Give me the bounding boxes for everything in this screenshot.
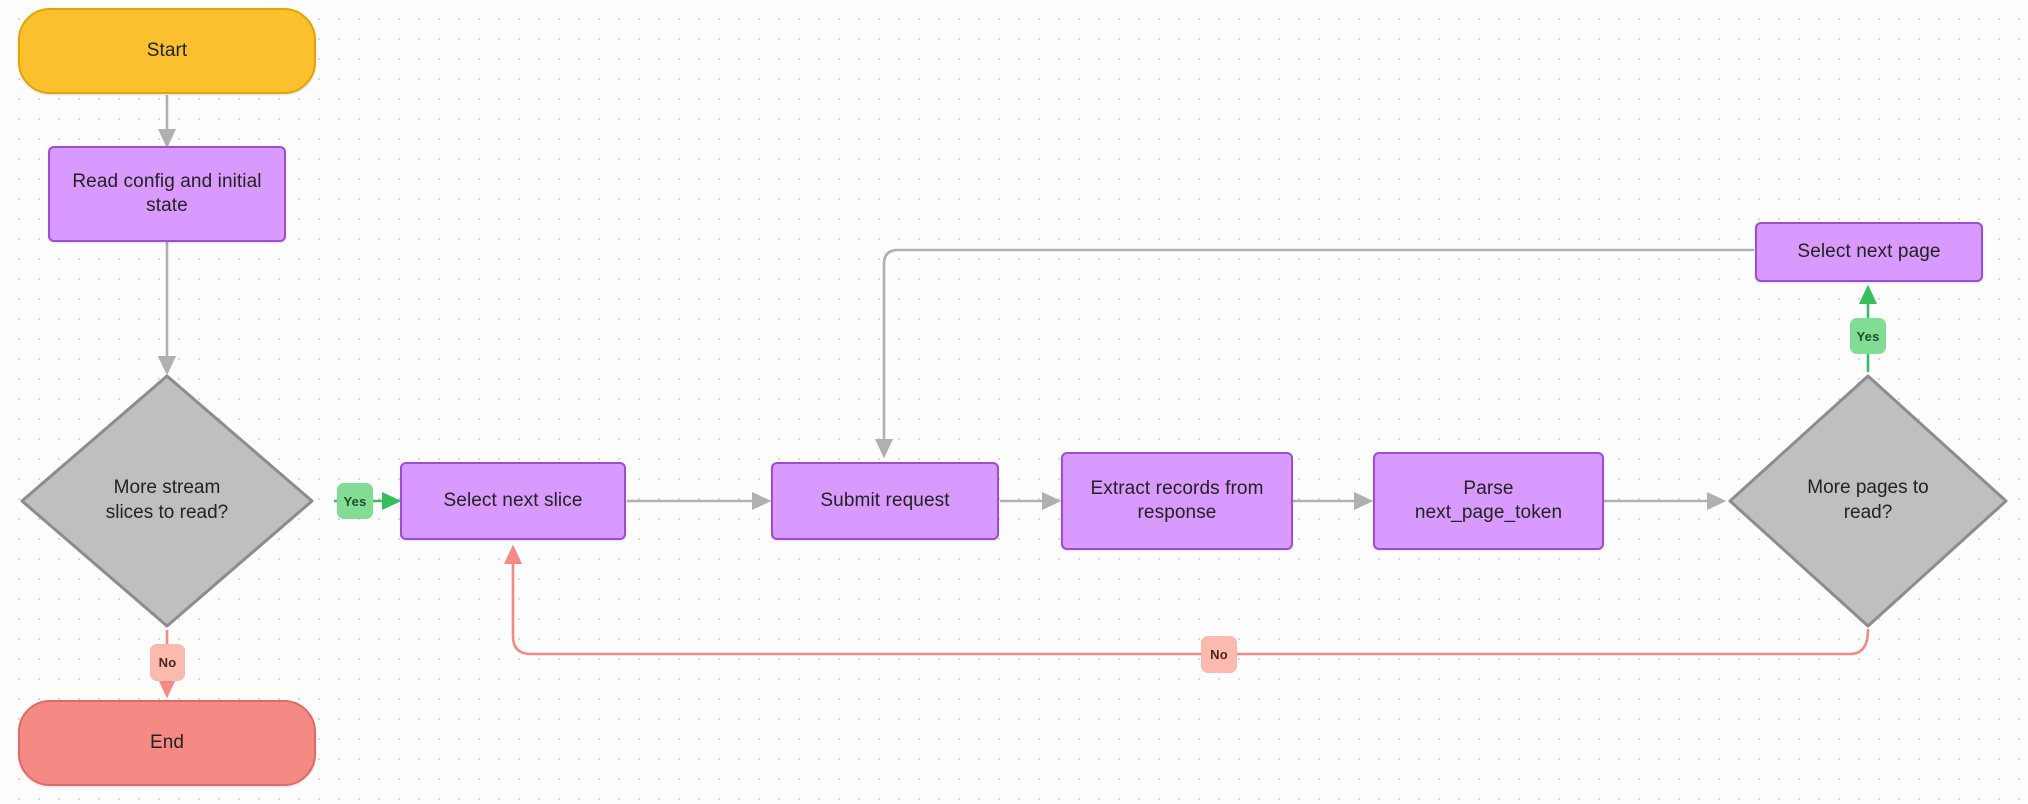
- node-parse-next-page-token[interactable]: Parse next_page_token: [1373, 452, 1604, 550]
- edge-label-no-loop-text: No: [1210, 647, 1228, 662]
- extract-records-line-2: response: [1137, 502, 1217, 523]
- more-stream-slices-diamond-shape: [20, 374, 314, 628]
- node-select-next-slice-label: Select next slice: [443, 490, 583, 512]
- node-parse-next-page-token-label: Parse next_page_token: [1415, 477, 1562, 525]
- edge-label-yes-pages: Yes: [1850, 318, 1886, 354]
- node-extract-records[interactable]: Extract records from response: [1061, 452, 1293, 550]
- edge-label-no-end-text: No: [158, 655, 177, 670]
- node-end-label: End: [149, 732, 185, 754]
- node-read-config-line-2: state: [146, 195, 188, 216]
- node-submit-request-label: Submit request: [820, 490, 950, 512]
- node-read-config[interactable]: Read config and initial state: [48, 146, 286, 242]
- edge-label-no-loop: No: [1201, 636, 1237, 673]
- node-end[interactable]: End: [18, 700, 316, 786]
- more-pages-diamond-shape: [1728, 374, 2008, 628]
- extract-records-line-1: Extract records from: [1090, 478, 1264, 500]
- parse-token-line-2: next_page_token: [1414, 502, 1563, 523]
- edge-more-pages-no: [503, 544, 1870, 656]
- parse-token-line-1: Parse: [1463, 478, 1514, 500]
- node-more-stream-slices[interactable]: More stream slices to read?: [18, 372, 316, 630]
- node-select-next-slice[interactable]: Select next slice: [400, 462, 626, 540]
- node-read-config-label: Read config and initial state: [72, 170, 261, 218]
- edge-label-no-end: No: [150, 644, 185, 681]
- edge-select-page-to-submit: [874, 248, 1755, 459]
- node-submit-request[interactable]: Submit request: [771, 462, 999, 540]
- edge-label-yes-slices-text: Yes: [343, 493, 367, 509]
- node-start[interactable]: Start: [18, 8, 316, 94]
- node-extract-records-label: Extract records from response: [1090, 477, 1263, 525]
- node-select-next-page[interactable]: Select next page: [1755, 222, 1983, 282]
- node-read-config-line-1: Read config and initial: [72, 171, 262, 193]
- node-select-next-page-label: Select next page: [1797, 241, 1941, 263]
- edge-label-yes-pages-text: Yes: [1856, 328, 1880, 344]
- edge-label-yes-slices: Yes: [337, 483, 373, 519]
- node-start-label: Start: [146, 40, 188, 62]
- node-more-pages[interactable]: More pages to read?: [1726, 372, 2010, 630]
